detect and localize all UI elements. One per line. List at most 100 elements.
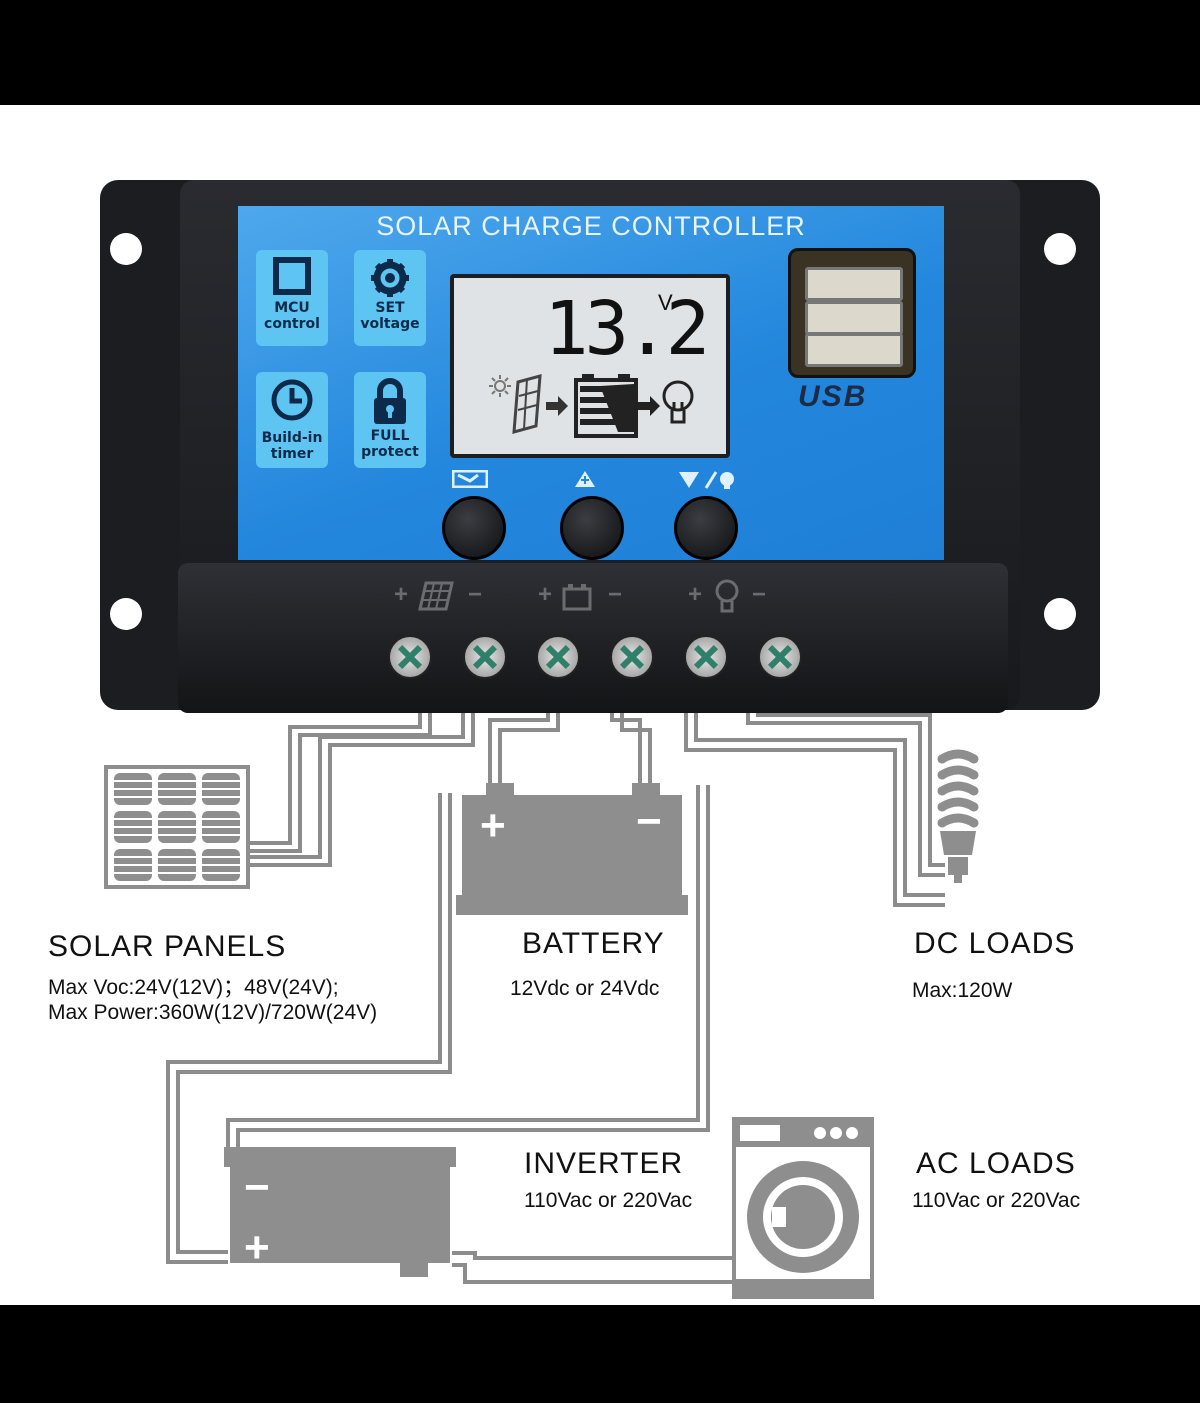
solar-panel-icon	[418, 581, 454, 611]
battery-icon	[574, 374, 638, 438]
solar-panels-title: SOLAR PANELS	[48, 930, 287, 963]
inverter-plus-label: +	[244, 1223, 270, 1272]
usb-port[interactable]	[805, 333, 903, 367]
feature-label-line1: Build-in	[261, 430, 323, 446]
feature-set-voltage: SET voltage	[354, 250, 426, 346]
inverter-title: INVERTER	[524, 1147, 684, 1180]
wire-solar-positive	[246, 705, 422, 845]
lcd-voltage-reading: 13.2	[544, 286, 710, 372]
down-arrow-icon	[678, 470, 736, 496]
controller-title: SOLAR CHARGE CONTROLLER	[376, 211, 806, 241]
battery-plus-label: +	[480, 801, 506, 850]
terminal-minus-label: −	[608, 581, 623, 608]
cfl-bulb-icon	[937, 749, 979, 883]
terminal-strip: + − + − + −	[178, 563, 1008, 713]
mount-hole-icon	[1044, 598, 1076, 630]
battery-symbol: + −	[456, 777, 688, 917]
terminal-screw-battery-negative[interactable]	[610, 635, 654, 679]
bulb-icon	[662, 380, 694, 424]
terminal-plus-label: +	[394, 581, 409, 608]
inverter-minus-label: −	[244, 1163, 270, 1212]
menu-button[interactable]	[442, 496, 506, 560]
feature-label-line1: FULL	[370, 428, 410, 444]
feature-full-protect: FULL protect	[354, 372, 426, 468]
menu-icon	[451, 469, 489, 494]
usb-port[interactable]	[805, 301, 903, 335]
usb-port-pair	[788, 248, 916, 378]
ac-loads-spec: 110Vac or 220Vac	[912, 1189, 1081, 1212]
dc-loads-title: DC LOADS	[914, 927, 1076, 960]
terminal-screw-load-negative[interactable]	[758, 635, 802, 679]
up-button[interactable]	[560, 496, 624, 560]
battery-spec: 12Vdc or 24Vdc	[510, 977, 660, 1000]
terminal-plus-label: +	[688, 581, 703, 608]
wire-inverter-ac-1	[452, 1251, 735, 1260]
dc-loads-spec: Max:120W	[912, 979, 1013, 1002]
wire-solar-negative-2	[246, 705, 475, 867]
feature-label-line1: SET	[375, 300, 405, 316]
wire-battery-negative	[610, 705, 642, 785]
wire-load-negative	[746, 705, 945, 877]
ac-loads-title: AC LOADS	[916, 1147, 1076, 1180]
bulb-icon	[715, 579, 739, 613]
feature-label-line2: control	[264, 316, 320, 332]
solar-panels-spec-line2: Max Power:360W(12V)/720W(24V)	[48, 1001, 378, 1024]
diagram-canvas: SOLAR CHARGE CONTROLLER MCU control	[0, 105, 1200, 1305]
down-load-button[interactable]	[674, 496, 738, 560]
wire-solar-positive-2	[246, 705, 432, 853]
feature-label-line2: timer	[270, 446, 314, 462]
feature-label-line2: voltage	[360, 316, 420, 332]
wire-load-negative-2	[756, 705, 945, 867]
feature-label-line2: protect	[361, 444, 419, 460]
wire-inverter-ac-2	[452, 1263, 735, 1284]
wire-battery-inverter-4	[236, 785, 710, 1148]
terminal-minus-label: −	[752, 581, 767, 608]
wire-battery-inverter-3	[226, 785, 700, 1148]
sun-icon	[489, 375, 511, 397]
gear-icon	[371, 259, 409, 297]
usb-port[interactable]	[805, 267, 903, 301]
inverter-body	[224, 1147, 456, 1277]
wire-battery-positive-2	[498, 705, 560, 785]
lcd-display: 13.2 V	[450, 274, 730, 458]
terminal-plus-label: +	[538, 581, 553, 608]
solar-panel-icon	[104, 765, 250, 889]
feature-mcu-control: MCU control	[256, 250, 328, 346]
terminal-screw-battery-positive[interactable]	[536, 635, 580, 679]
battery-minus-label: −	[636, 797, 662, 846]
wire-battery-negative-2	[620, 705, 652, 785]
inverter-symbol: − +	[224, 1145, 456, 1285]
controller-faceplate: SOLAR CHARGE CONTROLLER MCU control	[238, 206, 944, 560]
clock-icon	[271, 379, 313, 421]
chip-icon	[273, 257, 311, 295]
mount-hole-icon	[110, 233, 142, 265]
battery-icon	[562, 584, 592, 611]
terminal-screw-solar-negative[interactable]	[463, 635, 507, 679]
mount-hole-icon	[1044, 233, 1076, 265]
washing-machine-icon	[732, 1117, 874, 1299]
mount-hole-icon	[110, 598, 142, 630]
lcd-status-icons	[489, 373, 694, 438]
lock-icon	[374, 378, 406, 424]
terminal-screw-load-positive[interactable]	[684, 635, 728, 679]
wire-solar-negative	[246, 705, 465, 859]
terminal-minus-label: −	[468, 581, 483, 608]
up-arrow-icon	[574, 470, 596, 494]
arrow-icon	[546, 396, 568, 416]
usb-label: USB	[798, 380, 868, 413]
arrow-icon	[638, 396, 660, 416]
solar-panel-icon	[512, 373, 542, 435]
charge-controller: SOLAR CHARGE CONTROLLER MCU control	[100, 178, 1100, 713]
wire-load-positive-2	[694, 705, 945, 897]
battery-title: BATTERY	[522, 927, 665, 960]
feature-label-line1: MCU	[274, 300, 310, 316]
solar-panels-spec-line1: Max Voc:24V(12V)；48V(24V);	[48, 976, 339, 999]
wire-battery-inverter-2	[176, 793, 452, 1254]
feature-build-in-timer: Build-in timer	[256, 372, 328, 468]
wire-load-positive	[684, 705, 945, 907]
lcd-voltage-unit: V	[658, 290, 673, 315]
inverter-spec: 110Vac or 220Vac	[524, 1189, 693, 1212]
wire-battery-inverter-1	[166, 793, 442, 1264]
terminal-screw-solar-positive[interactable]	[388, 635, 432, 679]
battery-body	[456, 783, 688, 915]
